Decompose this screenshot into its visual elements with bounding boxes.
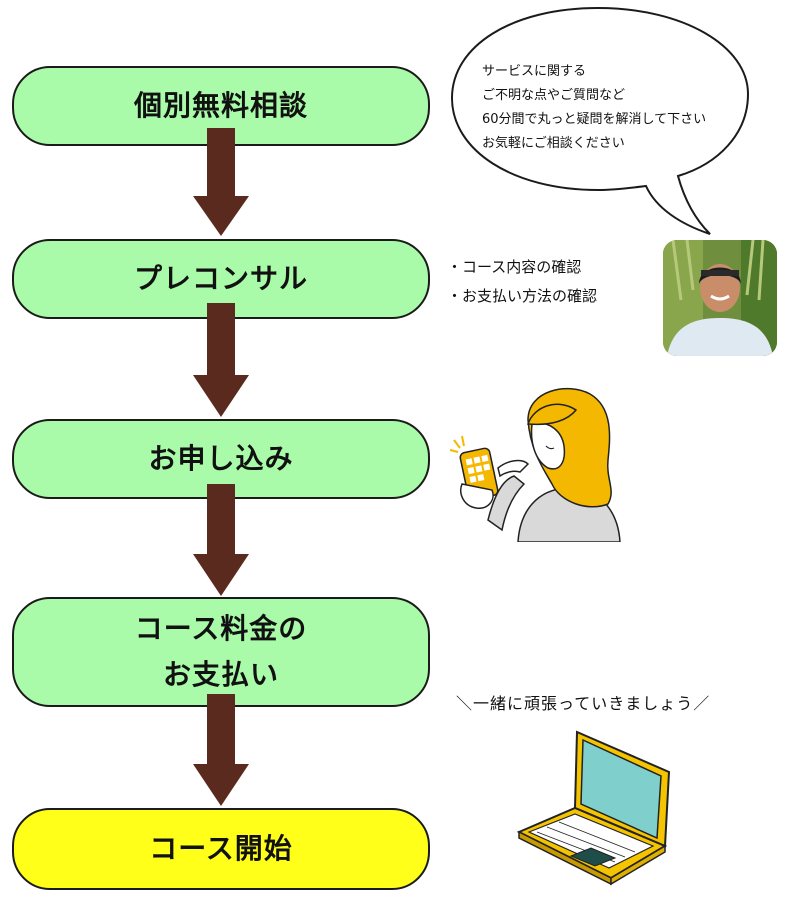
step-label: プレコンサル [133, 262, 308, 295]
step-label: コース開始 [149, 832, 293, 865]
down-arrow-icon [193, 694, 249, 806]
bubble-line: ご不明な点やご質問など [482, 88, 626, 103]
cheer-text: ＼一緒に頑張っていきましょう／ [456, 694, 711, 713]
step-payment: コース料金の お支払い [12, 597, 430, 707]
step-label-line2: お支払い [162, 658, 279, 691]
step-course-start: コース開始 [12, 808, 430, 890]
step-label: お申し込み [148, 442, 294, 475]
bubble-line: サービスに関する [482, 64, 587, 79]
checklist: ・コース内容の確認 ・お支払い方法の確認 [447, 253, 597, 311]
speech-bubble [450, 6, 750, 235]
bubble-line: 60分間で丸っと疑問を解消して下さい [482, 112, 707, 127]
checklist-item: ・コース内容の確認 [447, 258, 582, 276]
down-arrow-icon [193, 303, 249, 417]
bubble-line: お気軽にご相談ください [482, 136, 625, 151]
speech-bubble-text: サービスに関する ご不明な点やご質問など 60分間で丸っと疑問を解消して下さい … [482, 60, 742, 156]
consultant-photo [663, 240, 777, 356]
woman-with-phone-illustration [449, 387, 621, 542]
checklist-item: ・お支払い方法の確認 [447, 287, 598, 305]
down-arrow-icon [193, 484, 249, 596]
down-arrow-icon [193, 128, 249, 236]
step-label-line1: コース料金の [134, 612, 308, 645]
step-label: 個別無料相談 [133, 89, 308, 122]
laptop-illustration [516, 730, 671, 886]
